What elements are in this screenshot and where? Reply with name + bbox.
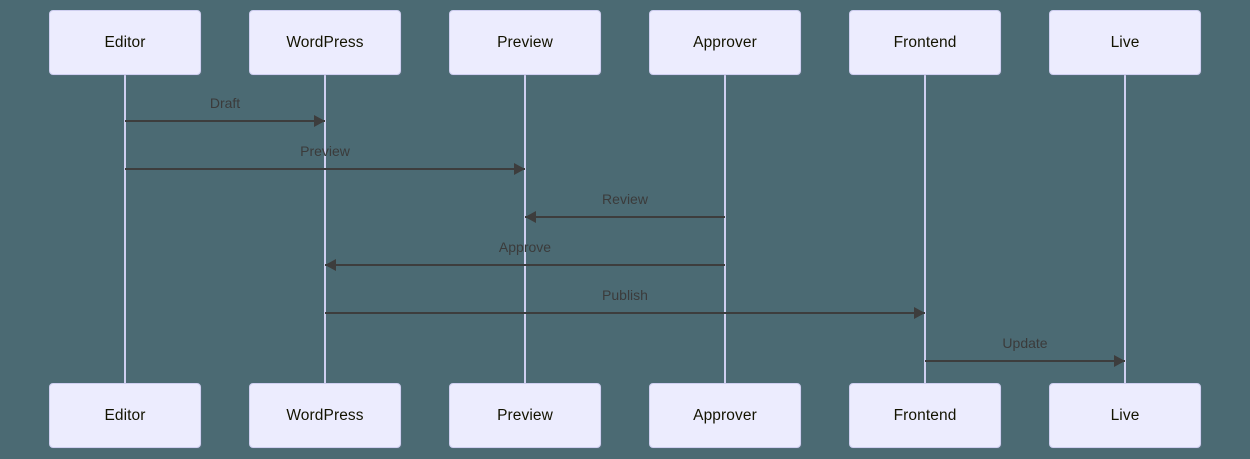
message-label-update: Update [1002,335,1048,351]
participant-label-approver: Approver [693,33,757,51]
participant-label-wordpress: WordPress [286,406,364,424]
message-line-preview [125,168,525,170]
participant-box-bottom-approver[interactable]: Approver [649,383,801,448]
message-label-preview: Preview [300,143,350,159]
participant-label-editor: Editor [104,33,146,51]
participant-label-live: Live [1110,33,1140,51]
participant-label-editor: Editor [104,406,146,424]
participant-label-approver: Approver [693,406,757,424]
lifeline-wordpress [324,75,326,383]
participant-label-preview: Preview [497,406,553,424]
participant-box-bottom-editor[interactable]: Editor [49,383,201,448]
participant-box-top-approver[interactable]: Approver [649,10,801,75]
lifeline-approver [724,75,726,383]
message-arrowhead-draft [314,115,325,127]
participant-box-bottom-live[interactable]: Live [1049,383,1201,448]
message-arrowhead-preview [514,163,525,175]
message-line-update [925,360,1125,362]
message-line-review [525,216,725,218]
message-arrowhead-update [1114,355,1125,367]
message-line-publish [325,312,925,314]
lifeline-preview [524,75,526,383]
participant-label-frontend: Frontend [893,33,957,51]
message-arrowhead-publish [914,307,925,319]
participant-box-top-frontend[interactable]: Frontend [849,10,1001,75]
message-label-approve: Approve [498,239,552,255]
participant-label-preview: Preview [497,33,553,51]
participant-box-top-live[interactable]: Live [1049,10,1201,75]
message-line-approve [325,264,725,266]
participant-label-frontend: Frontend [893,406,957,424]
participant-label-live: Live [1110,406,1140,424]
participant-box-bottom-frontend[interactable]: Frontend [849,383,1001,448]
lifeline-frontend [924,75,926,383]
message-line-draft [125,120,325,122]
lifeline-editor [124,75,126,383]
message-arrowhead-review [525,211,536,223]
participant-box-top-wordpress[interactable]: WordPress [249,10,401,75]
message-label-publish: Publish [602,287,648,303]
message-label-review: Review [602,191,648,207]
message-arrowhead-approve [325,259,336,271]
participant-box-top-editor[interactable]: Editor [49,10,201,75]
participant-label-wordpress: WordPress [286,33,364,51]
participant-box-bottom-preview[interactable]: Preview [449,383,601,448]
participant-box-bottom-wordpress[interactable]: WordPress [249,383,401,448]
participant-box-top-preview[interactable]: Preview [449,10,601,75]
lifeline-live [1124,75,1126,383]
message-label-draft: Draft [209,95,241,111]
